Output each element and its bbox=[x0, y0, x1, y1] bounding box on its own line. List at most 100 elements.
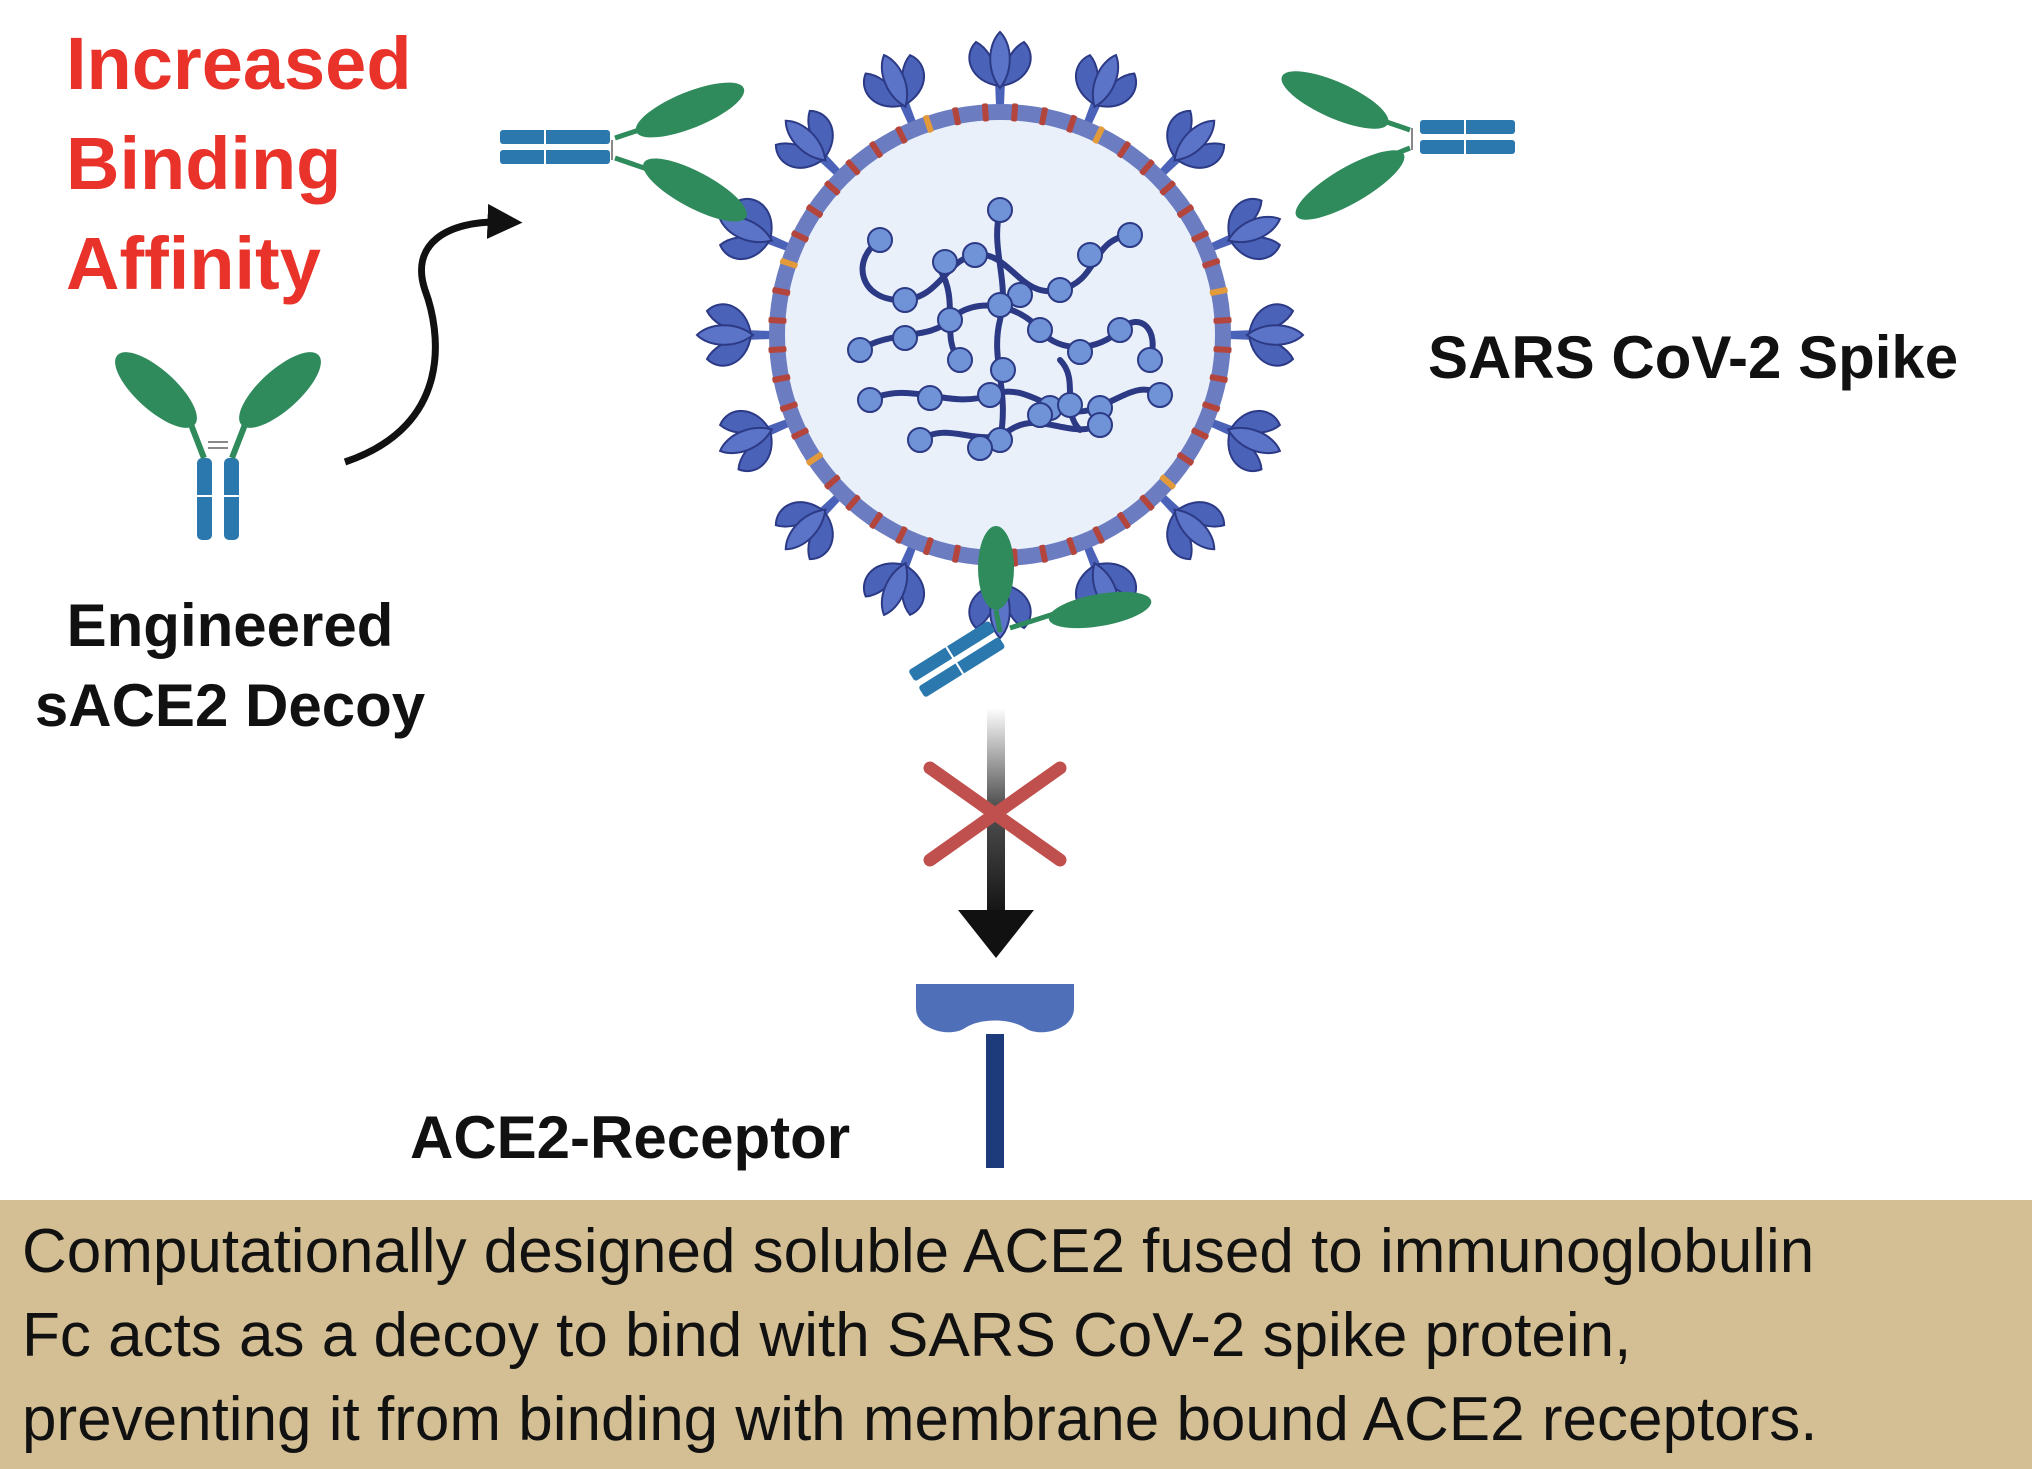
membrane-protein bbox=[1039, 107, 1048, 126]
bound-decoy-top-left bbox=[500, 82, 747, 222]
membrane-protein bbox=[895, 126, 908, 144]
membrane-protein bbox=[923, 537, 934, 556]
spike-protein bbox=[696, 303, 772, 367]
membrane-protein bbox=[952, 107, 961, 126]
membrane-protein bbox=[869, 141, 883, 158]
membrane-protein bbox=[806, 452, 823, 466]
membrane-protein bbox=[1066, 114, 1077, 133]
membrane-protein bbox=[1177, 204, 1194, 218]
rna-bead bbox=[857, 387, 883, 413]
rna-bead bbox=[892, 325, 918, 351]
caption-line-1: Computationally designed soluble ACE2 fu… bbox=[22, 1217, 1815, 1286]
membrane-protein bbox=[1117, 512, 1131, 529]
spike-protein bbox=[1228, 303, 1304, 367]
ace2-receptor-graphic bbox=[916, 984, 1074, 1168]
membrane-protein bbox=[1202, 258, 1221, 269]
membrane-proteins bbox=[768, 103, 1232, 567]
caption-line-2: Fc acts as a decoy to bind with SARS CoV… bbox=[22, 1301, 1632, 1370]
membrane-protein bbox=[1177, 452, 1194, 466]
rna-bead bbox=[1047, 277, 1073, 303]
membrane-protein bbox=[895, 526, 908, 544]
membrane-protein bbox=[869, 512, 883, 529]
rna-bead bbox=[1117, 222, 1143, 248]
engineered-decoy-molecule bbox=[104, 340, 332, 540]
sars-cov-2-spike-label: SARS CoV-2 Spike bbox=[1428, 324, 1959, 391]
ace2-receptor-label: ACE2-Receptor bbox=[410, 1104, 851, 1171]
rna-nucleocapsid-beads bbox=[847, 197, 1173, 461]
sars-cov-2-virion bbox=[696, 31, 1304, 639]
rna-bead bbox=[987, 292, 1013, 318]
membrane-protein bbox=[768, 346, 787, 354]
membrane-protein bbox=[1209, 374, 1228, 383]
membrane-protein bbox=[1159, 474, 1176, 490]
membrane-protein bbox=[845, 159, 861, 176]
rna-bead bbox=[907, 427, 933, 453]
rna-bead bbox=[1087, 412, 1113, 438]
curved-arrow bbox=[343, 203, 523, 466]
rna-bead bbox=[1067, 339, 1093, 365]
membrane-protein bbox=[1139, 159, 1155, 176]
membrane-protein bbox=[1139, 494, 1155, 511]
membrane-protein bbox=[845, 494, 861, 511]
membrane-protein bbox=[1092, 526, 1105, 544]
rna-bead bbox=[1057, 392, 1083, 418]
membrane-protein bbox=[1011, 103, 1019, 122]
spike-protein bbox=[968, 31, 1032, 107]
membrane-protein bbox=[768, 316, 787, 324]
membrane-protein bbox=[1213, 316, 1232, 324]
bound-decoy-bottom bbox=[909, 526, 1152, 697]
rna-bead bbox=[990, 357, 1016, 383]
rna-bead bbox=[947, 347, 973, 373]
membrane-protein bbox=[791, 427, 809, 440]
membrane-protein bbox=[779, 401, 798, 412]
affinity-line-1: Increased bbox=[66, 22, 412, 105]
rna-bead bbox=[1137, 347, 1163, 373]
rna-bead bbox=[962, 242, 988, 268]
rna-bead bbox=[867, 227, 893, 253]
rna-bead bbox=[1147, 382, 1173, 408]
membrane-protein bbox=[806, 204, 823, 218]
membrane-protein bbox=[1191, 230, 1209, 243]
blocked-cross-icon bbox=[923, 761, 1067, 867]
membrane-protein bbox=[952, 544, 961, 563]
membrane-protein bbox=[1092, 126, 1105, 144]
membrane-protein bbox=[772, 374, 791, 383]
rna-bead bbox=[932, 249, 958, 275]
decoy-line-2: sACE2 Decoy bbox=[34, 672, 426, 739]
rna-bead bbox=[987, 197, 1013, 223]
engineered-decoy-label: Engineered sACE2 Decoy bbox=[10, 586, 450, 746]
membrane-protein bbox=[923, 114, 934, 133]
membrane-protein bbox=[1039, 544, 1048, 563]
membrane-protein bbox=[779, 258, 798, 269]
rna-bead bbox=[847, 337, 873, 363]
membrane-protein bbox=[1191, 427, 1209, 440]
membrane-protein bbox=[1209, 287, 1228, 296]
membrane-protein bbox=[1202, 401, 1221, 412]
bound-decoy-top-right bbox=[1281, 71, 1515, 220]
rna-bead bbox=[937, 307, 963, 333]
membrane-protein bbox=[772, 287, 791, 296]
increased-binding-affinity-label: Increased Binding Affinity bbox=[66, 14, 412, 314]
affinity-line-2: Binding bbox=[66, 122, 342, 205]
caption-box: Computationally designed soluble ACE2 fu… bbox=[0, 1200, 2032, 1469]
membrane-protein bbox=[824, 474, 841, 490]
membrane-protein bbox=[981, 103, 989, 122]
caption-line-3: preventing it from binding with membrane… bbox=[22, 1385, 1818, 1454]
affinity-line-3: Affinity bbox=[66, 222, 321, 305]
rna-bead bbox=[967, 435, 993, 461]
membrane-protein bbox=[1159, 180, 1176, 196]
diagram-artwork bbox=[0, 31, 1515, 1168]
rna-bead bbox=[917, 385, 943, 411]
rna-bead bbox=[977, 382, 1003, 408]
blocked-binding-arrow bbox=[923, 708, 1067, 958]
rna-bead bbox=[892, 287, 918, 313]
decoy-line-1: Engineered bbox=[66, 592, 394, 659]
membrane-protein bbox=[791, 230, 809, 243]
rna-bead bbox=[1077, 242, 1103, 268]
rna-bead bbox=[1027, 317, 1053, 343]
rna-bead bbox=[1027, 402, 1053, 428]
membrane-protein bbox=[1213, 346, 1232, 354]
membrane-protein bbox=[1117, 141, 1131, 158]
rna-bead bbox=[1107, 317, 1133, 343]
